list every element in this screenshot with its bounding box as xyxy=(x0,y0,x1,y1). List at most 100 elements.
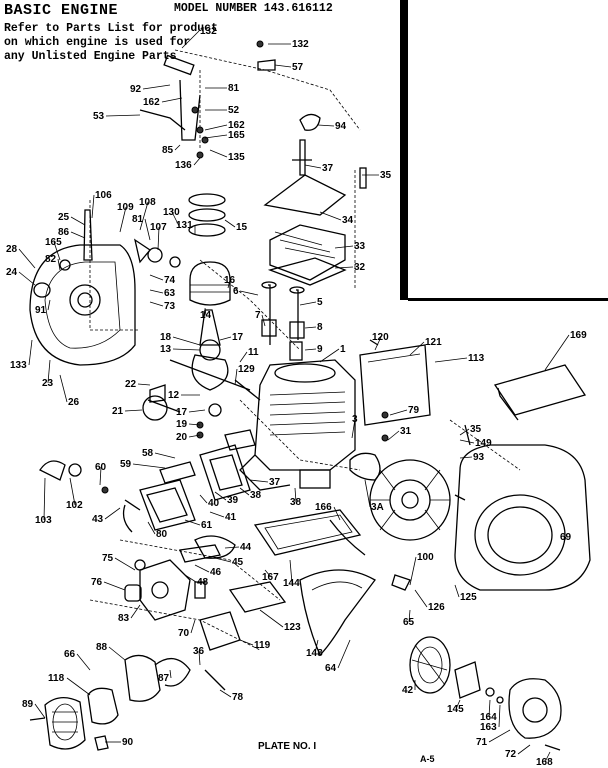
callout-label: 28 xyxy=(6,244,18,255)
callout-label: 38 xyxy=(290,497,302,508)
callout-label: 14 xyxy=(200,310,212,321)
muffler-assembly xyxy=(29,654,191,751)
callout-leader xyxy=(34,703,46,719)
plate-number: PLATE NO. I xyxy=(258,741,316,752)
callout-label: 130 xyxy=(163,207,180,218)
callout-label: 16 xyxy=(224,275,236,286)
callout-leader xyxy=(264,569,272,578)
callout-leader xyxy=(274,64,292,68)
callout-label: 113 xyxy=(468,353,485,364)
callout-leader xyxy=(389,409,408,416)
callout-label: 13 xyxy=(160,344,172,355)
callout-leader xyxy=(103,581,126,591)
callout-label: 6 xyxy=(233,286,239,297)
callout-leader xyxy=(214,491,227,501)
callout-label: 120 xyxy=(372,332,389,343)
small-hardware xyxy=(39,339,466,599)
callout-label: 59 xyxy=(120,459,132,470)
callout-leader xyxy=(137,383,151,386)
callout-label: 167 xyxy=(262,572,279,583)
callout-leader xyxy=(198,650,201,666)
callout-leader xyxy=(319,348,340,363)
callout-label: 21 xyxy=(112,406,124,417)
callout-label: 1 xyxy=(340,344,346,355)
callout-label: 85 xyxy=(162,145,174,156)
callout-label: 65 xyxy=(403,617,415,628)
diagram-title: BASIC ENGINE xyxy=(4,2,119,19)
callout-label: 81 xyxy=(228,83,240,94)
callout-leader xyxy=(459,428,470,436)
callout-label: 119 xyxy=(254,640,271,651)
callout-leader xyxy=(172,348,201,351)
note-line-1: Refer to Parts List for product xyxy=(4,22,218,35)
callout-label: 38 xyxy=(250,490,262,501)
callout-leader xyxy=(59,374,68,403)
callout-label: 100 xyxy=(417,552,434,563)
callout-label: 144 xyxy=(283,578,300,589)
callout-label: 132 xyxy=(200,26,217,37)
note-line-2: on which engine is used for xyxy=(4,36,191,49)
callout-label: 36 xyxy=(193,646,205,657)
callout-leader xyxy=(53,241,61,261)
callout-leader xyxy=(314,639,319,654)
callout-label: 5 xyxy=(317,297,323,308)
callout-label: 26 xyxy=(68,397,80,408)
callout-leader xyxy=(190,619,196,634)
callout-leader xyxy=(204,307,207,316)
callout-leader xyxy=(498,704,501,728)
callout-label: 145 xyxy=(447,704,464,715)
callout-leader xyxy=(544,751,551,763)
frame-border-horizontal xyxy=(408,298,608,301)
callout-leader xyxy=(454,584,460,598)
callout-label: 83 xyxy=(118,613,130,624)
callout-leader xyxy=(517,744,531,755)
piston-and-rod xyxy=(134,193,231,361)
callout-leader xyxy=(124,409,143,412)
callout-label: 58 xyxy=(142,448,154,459)
callout-label: 8 xyxy=(317,322,323,333)
callout-leader xyxy=(455,699,461,710)
callout-leader xyxy=(188,423,201,426)
callout-label: 106 xyxy=(95,190,112,201)
model-number: MODEL NUMBER 143.616112 xyxy=(174,2,333,15)
callout-label: 135 xyxy=(228,152,245,163)
callout-leader xyxy=(194,564,210,573)
callout-label: 53 xyxy=(93,111,105,122)
callout-label: 57 xyxy=(292,62,304,73)
callout-leader xyxy=(209,149,228,158)
callout-label: 163 xyxy=(480,722,497,733)
callout-label: 109 xyxy=(117,202,134,213)
callout-label: 45 xyxy=(232,557,244,568)
callout-label: 129 xyxy=(238,364,255,375)
callout-leader xyxy=(214,557,232,563)
governor-linkage xyxy=(139,40,276,159)
callout-leader xyxy=(374,336,382,351)
callout-leader xyxy=(408,609,411,623)
callout-label: 3A xyxy=(371,502,384,513)
callout-leader xyxy=(239,290,259,296)
callout-label: 60 xyxy=(95,462,107,473)
callout-label: 15 xyxy=(236,222,248,233)
callout-label: 169 xyxy=(570,330,587,341)
callout-label: 86 xyxy=(58,227,70,238)
base-plates xyxy=(228,509,376,657)
callout-label: 118 xyxy=(48,673,65,684)
callout-leader xyxy=(334,266,354,269)
callout-label: 37 xyxy=(322,163,334,174)
callout-label: 164 xyxy=(480,712,497,723)
callout-label: 25 xyxy=(58,212,70,223)
callout-label: 41 xyxy=(225,512,237,523)
callout-label: 92 xyxy=(130,84,142,95)
callout-label: 133 xyxy=(10,360,27,371)
callout-label: 72 xyxy=(505,749,517,760)
callout-leader xyxy=(104,507,121,520)
callout-label: 40 xyxy=(208,498,220,509)
callout-leader xyxy=(259,609,284,628)
callout-leader xyxy=(334,245,354,249)
callout-label: 32 xyxy=(354,262,366,273)
callout-leader xyxy=(219,689,232,698)
callout-leader xyxy=(181,30,200,49)
callout-leader xyxy=(43,477,46,521)
callout-leader xyxy=(224,219,236,228)
callout-leader xyxy=(70,216,86,226)
